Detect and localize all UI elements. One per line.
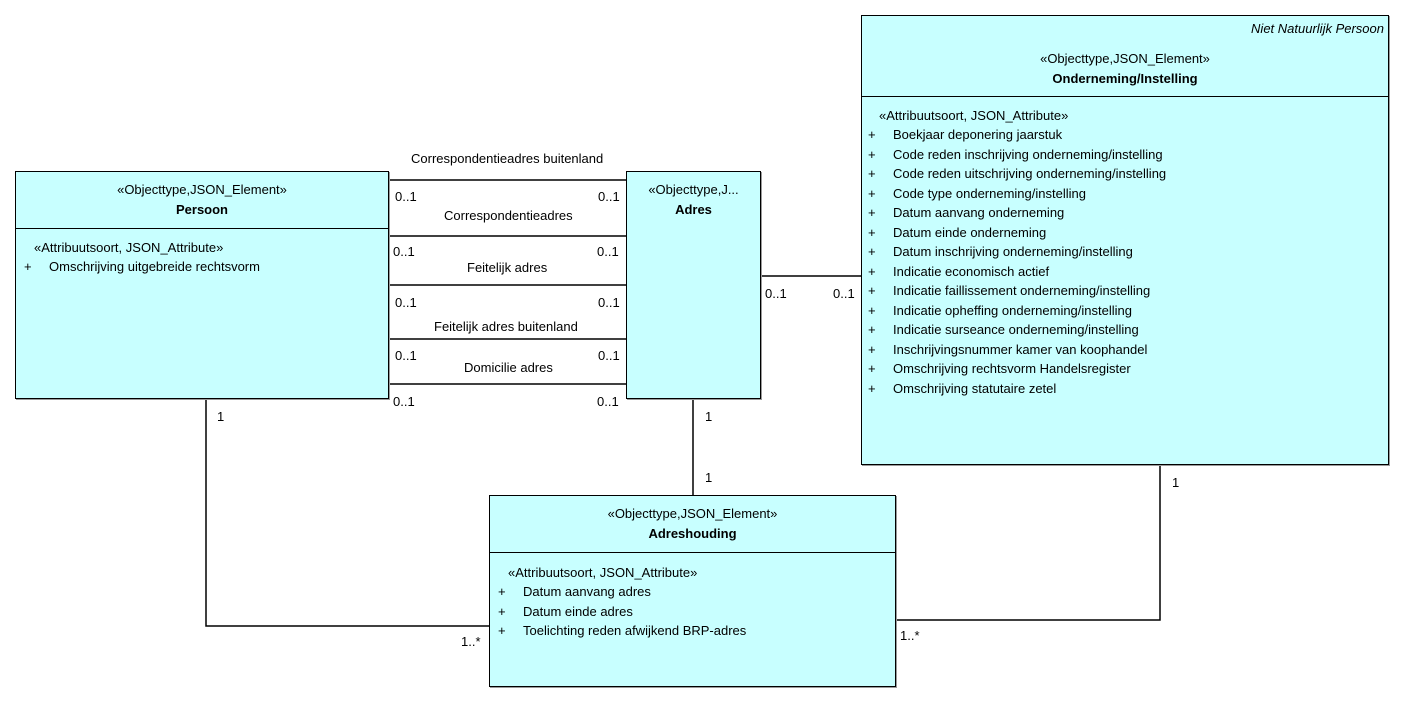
visibility-marker: + [868,341,876,357]
class-header: «Objecttype,JSON_Element» Persoon [16,172,388,229]
attribute-compartment: «Attribuutsoort, JSON_Attribute» + Omsch… [16,229,388,398]
assoc-line-onderneming-adreshouding[interactable] [895,464,1161,621]
multiplicity-target: 0..1 [598,348,620,363]
visibility-marker: + [868,380,876,396]
visibility-marker: + [868,146,876,162]
attribute-name: Inschrijvingsnummer kamer van koophandel [893,341,1148,357]
multiplicity-target: 1..* [461,634,481,649]
attribute-name: Indicatie surseance onderneming/instelli… [893,322,1139,337]
attribute-name: Toelichting reden afwijkend BRP-adres [523,623,747,638]
class-header: «Objecttype,JSON_Element» Adreshouding [490,496,895,553]
class-header: «Objecttype,J... Adres [627,172,760,232]
class-name: Adreshouding [648,526,737,541]
visibility-marker: + [868,263,876,279]
visibility-marker: + [498,584,506,599]
class-tag: Niet Natuurlijk Persoon [1251,21,1384,36]
class-adreshouding[interactable]: «Objecttype,JSON_Element» Adreshouding «… [489,495,896,687]
class-onderneming-instelling[interactable]: Niet Natuurlijk Persoon «Objecttype,JSON… [861,15,1389,465]
attribute-compartment: «Attribuutsoort, JSON_Attribute» + Datum … [490,553,895,686]
assoc-name-domicilie-adres: Domicilie adres [464,360,553,375]
visibility-marker: + [868,322,876,337]
attribute-name: Boekjaar deponering jaarstuk [893,127,1063,142]
class-header: «Objecttype,JSON_Element» Onderneming/In… [862,16,1388,97]
class-stereotype: «Objecttype,JSON_Element» [117,182,287,197]
multiplicity-source: 0..1 [395,189,417,204]
multiplicity-source: 0..1 [393,394,415,409]
multiplicity-target: 0..1 [598,189,620,204]
attribute-name: Code type onderneming/instelling [893,185,1086,201]
multiplicity-target: 1..* [900,628,920,643]
multiplicity-target: 0..1 [597,244,619,259]
visibility-marker: + [498,623,506,638]
class-name: Adres [675,202,712,217]
assoc-name-correspondentieadres: Correspondentieadres [444,208,573,223]
attribute-name: Datum inschrijving onderneming/instellin… [893,244,1133,259]
multiplicity-target: 0..1 [597,394,619,409]
attribute-name: Code reden inschrijving onderneming/inst… [893,146,1163,162]
attribute-name: Datum einde adres [523,603,633,619]
attribute-name: Omschrijving uitgebreide rechtsvorm [49,259,260,274]
attribute-stereotype: «Attribuutsoort, JSON_Attribute» [879,108,1069,123]
visibility-marker: + [868,127,876,142]
attribute-name: Datum aanvang onderneming [893,205,1065,220]
assoc-name-correspondentieadres-buitenland: Correspondentieadres buitenland [411,151,604,166]
multiplicity-target: 0..1 [833,286,855,301]
visibility-marker: + [24,259,32,274]
class-name: Persoon [175,202,228,217]
class-persoon[interactable]: «Objecttype,JSON_Element» Persoon «Attri… [15,171,389,399]
class-adres[interactable]: «Objecttype,J... Adres [626,171,761,399]
attribute-name: Indicatie opheffing onderneming/instelli… [893,302,1132,318]
assoc-name-feitelijk-adres: Feitelijk adres [467,260,548,275]
multiplicity-source: 1 [217,409,225,424]
attribute-stereotype: «Attribuutsoort, JSON_Attribute» [508,565,698,580]
multiplicity-source: 0..1 [395,295,417,310]
class-name: Onderneming/Instelling [1052,71,1198,86]
attribute-name: Indicatie faillissement onderneming/inst… [893,283,1151,298]
attribute-name: Omschrijving rechtsvorm Handelsregister [893,361,1131,376]
attribute-name: Datum einde onderneming [893,224,1047,240]
class-stereotype: «Objecttype,JSON_Element» [607,506,778,521]
attribute-name: Indicatie economisch actief [893,263,1050,279]
multiplicity-source: 1 [1172,475,1180,490]
visibility-marker: + [868,166,876,181]
attribute-name: Datum aanvang adres [523,584,651,599]
visibility-marker: + [868,224,876,240]
class-stereotype: «Objecttype,J... [648,182,739,197]
visibility-marker: + [868,244,876,259]
assoc-line-persoon-adreshouding[interactable] [205,398,489,627]
attribute-compartment: «Attribuutsoort, JSON_Attribute» + Boekja… [862,97,1388,464]
multiplicity-source: 0..1 [393,244,415,259]
visibility-marker: + [498,603,506,619]
visibility-marker: + [868,283,876,298]
multiplicity-source: 0..1 [395,348,417,363]
visibility-marker: + [868,302,876,318]
visibility-marker: + [868,205,876,220]
visibility-marker: + [868,185,876,201]
assoc-name-feitelijk-adres-buitenland: Feitelijk adres buitenland [434,319,578,334]
class-stereotype: «Objecttype,JSON_Element» [1040,51,1210,66]
multiplicity-source: 1 [705,409,713,424]
multiplicity-source: 0..1 [765,286,787,301]
visibility-marker: + [868,361,876,376]
multiplicity-target: 0..1 [598,295,620,310]
attribute-name: Omschrijving statutaire zetel [893,380,1057,396]
attribute-name: Code reden uitschrijving onderneming/ins… [893,166,1167,181]
multiplicity-target: 1 [705,470,713,485]
attribute-stereotype: «Attribuutsoort, JSON_Attribute» [34,240,224,255]
